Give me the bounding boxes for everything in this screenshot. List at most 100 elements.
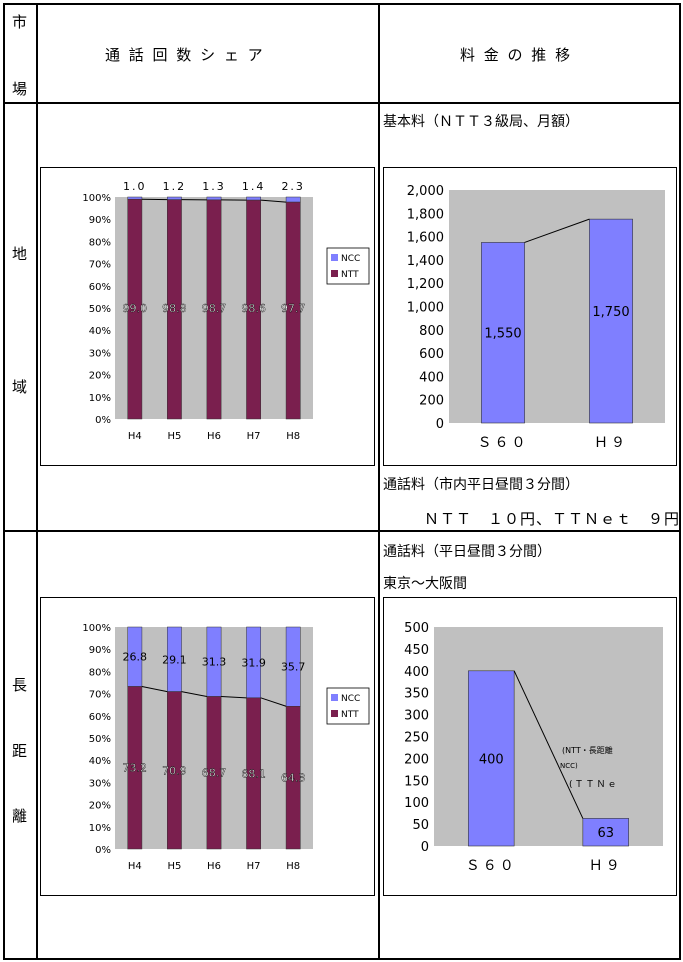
bar: [582, 818, 629, 847]
y-tick-label: 400: [419, 370, 444, 385]
legend-swatch-ntt: [331, 710, 338, 717]
ncc-data-label: 26.8: [123, 651, 148, 664]
bar-ntt: [167, 199, 182, 420]
ntt-data-label: 68.1: [241, 767, 266, 780]
row-long-char-2: 距: [12, 742, 28, 760]
bar-ntt: [127, 198, 143, 420]
table-row-divider-2: [3, 530, 681, 532]
y-tick-label: 70%: [89, 260, 111, 271]
x-tick-label: H4: [128, 431, 142, 442]
y-tick-label: 60%: [89, 282, 111, 293]
row-local-char-2: 域: [12, 378, 28, 396]
y-tick-label: 400: [404, 665, 429, 680]
x-tick-label: H7: [247, 431, 261, 442]
bar-ncc: [206, 196, 222, 201]
ncc-data-label: 31.3: [202, 656, 227, 669]
bar-ntt: [285, 201, 301, 420]
table-row-divider-1: [3, 102, 681, 104]
header-market-char-2: 場: [12, 80, 28, 98]
table-border-bottom: [3, 958, 681, 960]
y-tick-label: 600: [419, 347, 444, 362]
series-line: [260, 199, 287, 203]
x-tick-label: H6: [207, 861, 221, 872]
annotation-text: (ＴＴＮｅ: [569, 780, 619, 790]
ncc-data-label: 29.1: [162, 653, 187, 666]
bar-data-label: 400: [479, 752, 504, 767]
x-tick-label: H8: [286, 431, 300, 442]
x-tick-label: Ｓ６０: [478, 435, 529, 451]
annotation-text: (NTT・長距離: [562, 745, 613, 755]
y-tick-label: 50%: [89, 734, 111, 745]
legend-swatch-ncc: [331, 254, 338, 261]
table-border-top: [3, 3, 681, 5]
series-line: [141, 686, 168, 693]
legend-swatch-ntt: [331, 270, 338, 277]
header-market-char-1: 市: [12, 13, 28, 31]
bar-ncc: [246, 196, 261, 201]
ntt-data-label: 99.0: [123, 302, 148, 315]
y-tick-label: 150: [404, 774, 429, 789]
y-tick-label: 90%: [89, 215, 111, 226]
bar-ncc: [167, 196, 182, 200]
x-tick-label: Ｈ９: [594, 435, 628, 451]
series-line: [513, 670, 584, 819]
bar: [468, 670, 515, 847]
legend-label-ntt: NTT: [341, 710, 359, 720]
route-label: 東京～大阪間: [383, 576, 467, 592]
ntt-data-label: 98.8: [162, 302, 187, 315]
legend-label-ntt: NTT: [341, 270, 359, 280]
ncc-data-label: 31.9: [241, 656, 266, 669]
bar-data-label: 1,750: [592, 305, 629, 320]
ntt-data-label: 70.9: [162, 764, 187, 777]
bar-ntt: [167, 691, 182, 850]
y-tick-label: 200: [404, 752, 429, 767]
ncc-data-label: 1.3: [202, 180, 226, 193]
table-border-right: [679, 3, 681, 960]
series-line: [524, 218, 590, 243]
y-tick-label: 90%: [89, 645, 111, 656]
y-tick-label: 100%: [82, 623, 111, 634]
bar-ntt: [285, 706, 301, 850]
x-tick-label: H8: [286, 861, 300, 872]
ntt-data-label: 68.7: [202, 767, 227, 780]
ntt-data-label: 97.7: [281, 302, 306, 315]
row-local-char-1: 地: [12, 245, 28, 263]
y-tick-label: 100%: [82, 193, 111, 204]
bar-ntt: [127, 686, 143, 850]
y-tick-label: 30%: [89, 348, 111, 359]
header-call-share: 通 話 回 数 シ ェ ア: [105, 46, 265, 64]
y-tick-label: 50%: [89, 304, 111, 315]
local-call-fee-label: 通話料（市内平日昼間３分間）: [383, 477, 579, 493]
y-tick-label: 1,000: [407, 301, 444, 316]
bar-ntt: [206, 696, 222, 850]
y-tick-label: 1,600: [407, 231, 444, 246]
legend-label-ncc: NCC: [341, 254, 360, 264]
y-tick-label: 1,800: [407, 207, 444, 222]
x-tick-label: H5: [167, 431, 181, 442]
table-col-divider-1: [36, 3, 38, 960]
bar-data-label: 1,550: [484, 327, 521, 342]
header-price-trend: 料 金 の 推 移: [460, 46, 573, 64]
ntt-data-label: 98.7: [202, 302, 227, 315]
y-tick-label: 40%: [89, 326, 111, 337]
y-tick-label: 0: [421, 840, 429, 855]
bar: [481, 242, 525, 424]
y-tick-label: 80%: [89, 667, 111, 678]
x-tick-label: H5: [167, 861, 181, 872]
bar-data-label: 63: [597, 826, 614, 841]
ntt-data-label: 73.2: [123, 762, 148, 775]
row-long-char-1: 長: [12, 676, 28, 694]
y-tick-label: 0: [436, 417, 444, 432]
bar-ntt: [246, 199, 261, 420]
y-tick-label: 40%: [89, 756, 111, 767]
bar: [589, 218, 633, 424]
y-tick-label: 10%: [89, 393, 111, 404]
ntt-data-label: 64.3: [281, 772, 306, 785]
y-tick-label: 300: [404, 709, 429, 724]
